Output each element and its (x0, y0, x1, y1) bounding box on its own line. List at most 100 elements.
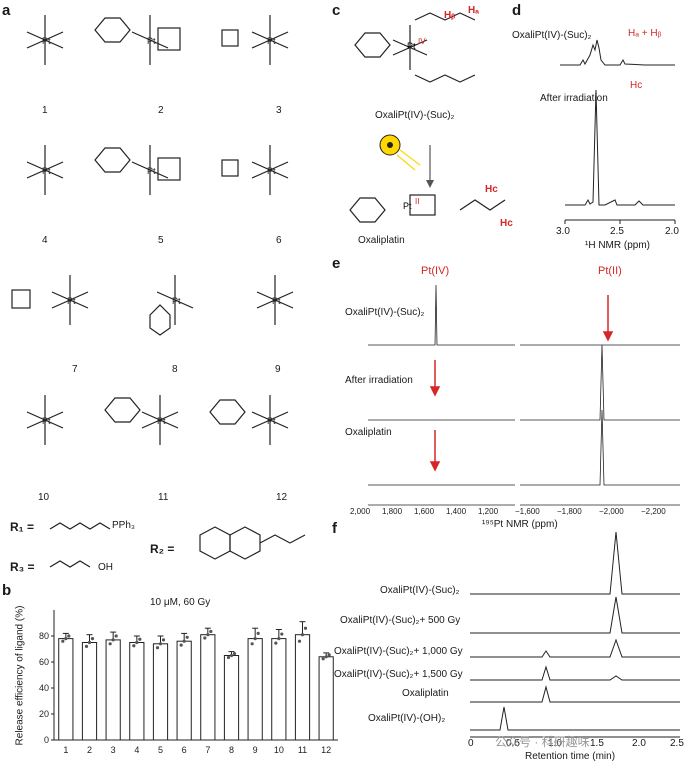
data-point (179, 643, 183, 647)
r3-label: R₃ = (10, 560, 35, 574)
panel-label-c: c (332, 2, 341, 19)
x-tick-label: 8 (229, 745, 234, 755)
data-point (87, 640, 92, 645)
data-point (253, 637, 257, 641)
data-point (250, 642, 254, 646)
structure-11 (104, 395, 179, 445)
data-point (138, 637, 142, 641)
data-point (300, 633, 305, 637)
panel-label-b: b (2, 582, 12, 599)
pt-iv-label: Pt (407, 41, 416, 51)
data-point (114, 634, 118, 638)
pt-atom: Pt (147, 166, 156, 176)
bar-5 (152, 643, 169, 741)
data-point (327, 653, 331, 657)
e-xtick-l2: 1,600 (414, 507, 435, 516)
prodrug-label: OxaliPt(IV)-(Suc)₂ (375, 110, 455, 121)
structure-2 (94, 15, 181, 65)
x-tick-label: 6 (182, 745, 187, 755)
pt-ii-label: Pt (403, 201, 412, 211)
hc-label-1: Hᴄ (485, 184, 498, 195)
f-trace-label-3: OxaliPt(IV)-(Suc)₂+ 1,500 Gy (334, 669, 463, 680)
r2-label: R₂ = (150, 542, 175, 556)
e-header-right: Pt(II) (598, 265, 622, 277)
compound-label-9: 9 (275, 364, 281, 375)
bar-9 (247, 638, 263, 741)
structure-10 (26, 395, 64, 445)
x-tick-label: 11 (298, 745, 307, 755)
panel-label-e: e (332, 255, 341, 272)
compound-label-10: 10 (38, 492, 50, 503)
y-tick-label: 0 (44, 735, 49, 745)
structure-12 (209, 395, 289, 445)
pt-nmr-spectra (368, 284, 680, 506)
e-xtick-l4: 1,200 (478, 507, 499, 516)
data-point (203, 636, 207, 640)
bar-11 (294, 634, 311, 741)
oh-label: OH (98, 562, 113, 573)
structure-4 (26, 145, 64, 195)
e-row-label-1: After irradiation (345, 375, 413, 386)
compound-label-6: 6 (276, 235, 282, 246)
panel-label-f: f (332, 520, 337, 537)
structure-8 (149, 275, 194, 336)
pt-atom: Pt (42, 166, 51, 176)
x-tick-label: 1 (63, 745, 68, 755)
d-xtick-2: 2.0 (665, 226, 679, 237)
panel-label-a: a (2, 2, 11, 19)
d-trace2-label: After irradiation (540, 93, 608, 104)
data-point (64, 637, 68, 641)
pt-atom: Pt (267, 416, 276, 426)
d-xtick-0: 3.0 (556, 226, 570, 237)
reaction-scheme: Pt Pt (349, 12, 506, 223)
x-tick-label: 10 (274, 745, 284, 755)
d-trace1-label: OxaliPt(IV)-(Suc)₂ (512, 30, 592, 41)
data-point (256, 631, 260, 635)
bar-12 (318, 656, 334, 741)
d-xlabel: ¹H NMR (ppm) (585, 240, 650, 251)
y-tick-label: 60 (39, 657, 49, 667)
panel-label-d: d (512, 2, 522, 19)
compound-label-4: 4 (42, 235, 48, 246)
x-tick-label: 2 (87, 745, 92, 755)
structure-5 (94, 145, 181, 195)
x-tick-label: 3 (111, 745, 116, 755)
bar-6 (176, 640, 192, 741)
structure-1 (26, 15, 64, 65)
data-point (229, 653, 234, 658)
compound-label-2: 2 (158, 105, 164, 116)
d-trace2-peak: Hᴄ (630, 80, 643, 91)
r1-label: R₁ = (10, 520, 34, 534)
data-point (206, 633, 210, 637)
bar-1 (58, 638, 74, 741)
pph3-label: PPh₃ (112, 520, 135, 531)
e-xtick-r0: −1,600 (515, 507, 540, 516)
f-xlabel: Retention time (min) (525, 751, 616, 762)
compound-label-1: 1 (42, 105, 48, 116)
hc-label-2: Hᴄ (500, 218, 513, 229)
e-xtick-r3: −2,200 (641, 507, 666, 516)
e-row-label-0: OxaliPt(IV)-(Suc)₂ (345, 307, 425, 318)
e-xtick-l1: 1,800 (382, 507, 403, 516)
substituent-chains (49, 522, 306, 568)
data-point (155, 646, 160, 650)
bar-3 (105, 639, 121, 741)
data-point (135, 640, 139, 645)
pt-atom: Pt (272, 296, 281, 306)
compound-label-8: 8 (172, 364, 178, 375)
data-point (90, 637, 95, 641)
f-trace-label-4: Oxaliplatin (402, 688, 449, 699)
data-point (321, 657, 325, 661)
ox-state-ii: II (415, 197, 420, 206)
data-point (161, 638, 166, 642)
bar-2 (81, 642, 98, 741)
structure-3 (221, 15, 289, 65)
data-point (61, 639, 65, 643)
x-tick-label: 12 (321, 745, 331, 755)
f-xtick-4: 2.0 (632, 738, 646, 749)
y-tick-label: 20 (39, 709, 49, 719)
pt-atom: Pt (67, 296, 76, 306)
data-point (67, 634, 71, 638)
